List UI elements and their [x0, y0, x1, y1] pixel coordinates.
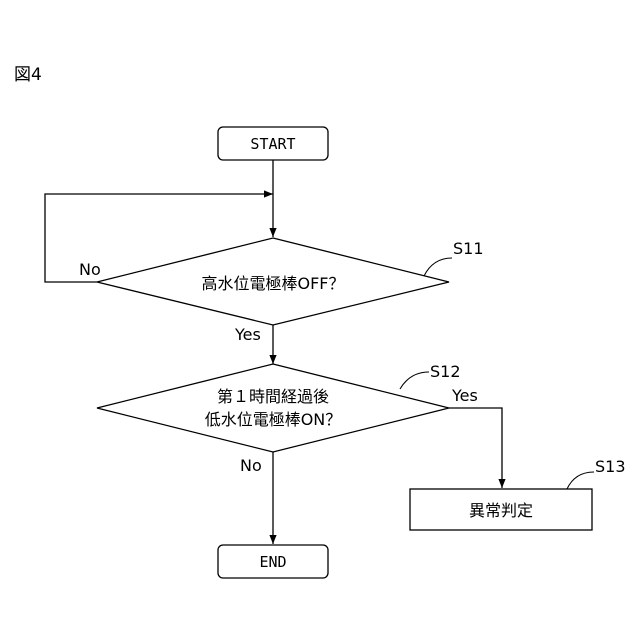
decision1-no-label: No	[79, 260, 101, 279]
s11-label: S11	[453, 239, 484, 258]
s12-leader	[400, 372, 429, 389]
decision2-diamond	[97, 364, 449, 452]
s13-leader	[567, 472, 594, 489]
start-label: START	[250, 135, 295, 153]
decision2-label-line1: 第１時間経過後	[217, 387, 329, 406]
end-label: END	[259, 553, 286, 571]
decision2-label-line2: 低水位電極棒ON？	[205, 410, 342, 429]
s11-leader	[424, 258, 452, 276]
decision2-yes-label: Yes	[451, 386, 478, 405]
decision1-yes-label: Yes	[234, 325, 261, 344]
s12-label: S12	[430, 362, 461, 381]
decision1-label: 高水位電極棒OFF？	[201, 274, 344, 293]
abnormal-judgment-label: 異常判定	[469, 501, 533, 520]
connector-decision2-yes	[449, 408, 502, 488]
s13-label: S13	[595, 457, 626, 476]
decision2-no-label: No	[240, 456, 262, 475]
